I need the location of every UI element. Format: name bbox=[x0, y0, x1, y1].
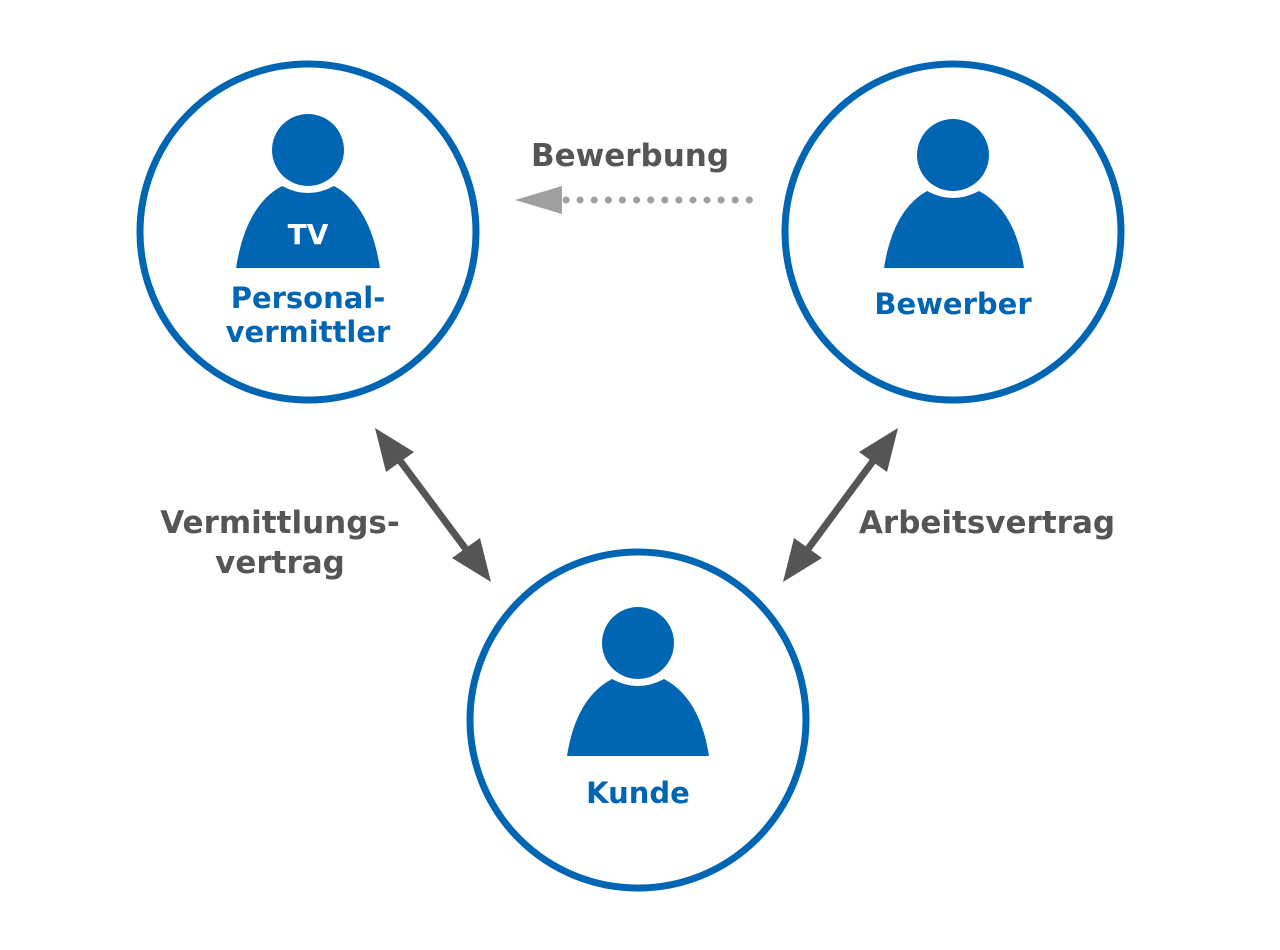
node-label: Kunde bbox=[586, 776, 690, 810]
edge-label-line1: Vermittlungs- bbox=[160, 505, 399, 541]
node-label: Bewerber bbox=[874, 287, 1032, 321]
person-head bbox=[272, 114, 344, 186]
node-circle bbox=[781, 60, 1125, 404]
person-icon bbox=[567, 607, 709, 756]
person-head bbox=[917, 119, 989, 191]
double-arrow-line bbox=[802, 454, 879, 556]
arrow-head-up bbox=[375, 428, 414, 472]
arrow-head-down bbox=[452, 538, 491, 582]
person-body bbox=[236, 186, 380, 268]
edge-bewerbung: Bewerbung bbox=[515, 138, 756, 214]
person-body bbox=[567, 679, 709, 756]
person-icon bbox=[884, 119, 1024, 268]
edge-label: Bewerbung bbox=[531, 138, 729, 174]
node-bewerber: Bewerber bbox=[781, 60, 1125, 404]
edge-vermittlungsvertrag: Vermittlungs- vertrag bbox=[160, 428, 491, 582]
node-label-line1: Personal- bbox=[231, 281, 386, 315]
node-personalvermittler: TV Personal- vermittler bbox=[136, 60, 480, 404]
person-icon bbox=[236, 114, 380, 268]
node-badge: TV bbox=[288, 218, 329, 251]
edge-label: Arbeitsvertrag bbox=[859, 505, 1115, 541]
arrow-head-down bbox=[783, 538, 822, 582]
arrow-head-up bbox=[859, 428, 898, 472]
person-body bbox=[884, 191, 1024, 268]
node-label-line2: vermittler bbox=[226, 315, 391, 349]
double-arrow-line bbox=[395, 455, 471, 555]
person-head bbox=[602, 607, 674, 679]
node-kunde: Kunde bbox=[466, 548, 810, 892]
node-circle bbox=[466, 548, 810, 892]
arrow-head-left bbox=[515, 186, 562, 214]
edge-arbeitsvertrag: Arbeitsvertrag bbox=[783, 428, 1115, 582]
node-circle bbox=[136, 60, 480, 404]
edge-label-line2: vertrag bbox=[215, 545, 345, 581]
